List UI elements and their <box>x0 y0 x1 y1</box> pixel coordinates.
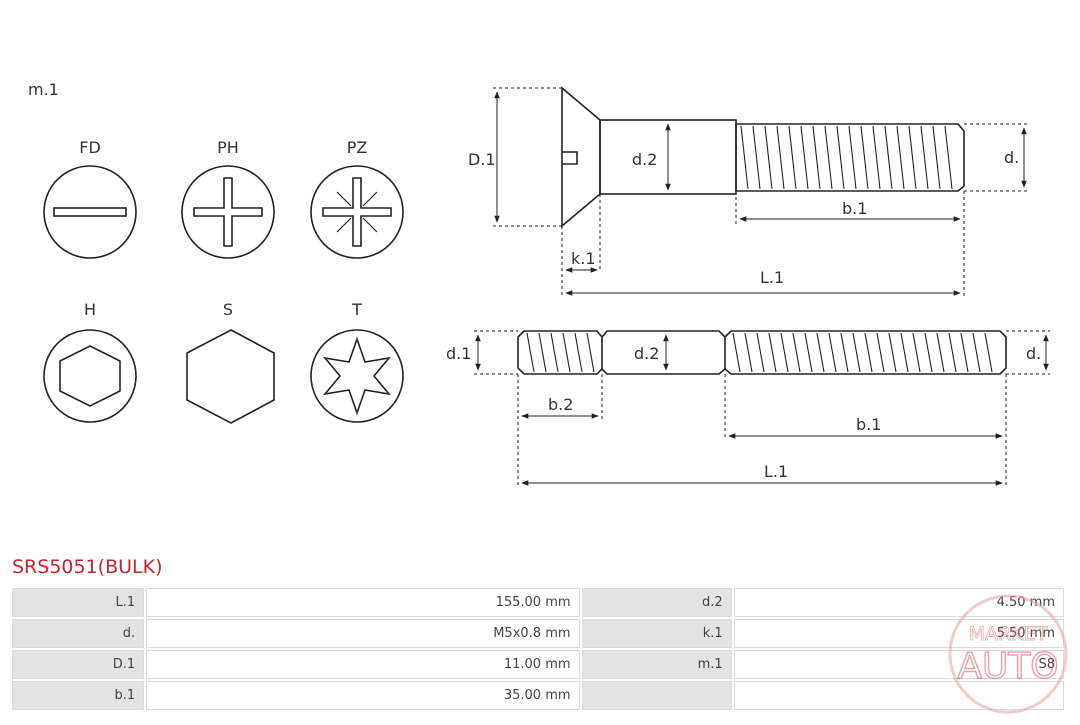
dim-stud-b2: b.2 <box>548 395 573 414</box>
drive-label-t: T <box>351 300 362 319</box>
spec-label: m.1 <box>581 650 732 679</box>
product-code: SRS5051(BULK) <box>12 556 163 578</box>
spec-value: 5.50 mm <box>733 619 1064 648</box>
spec-label: k.1 <box>581 619 732 648</box>
watermark-line2: AUTO <box>957 646 1058 687</box>
dim-screw-d: d. <box>1004 148 1019 167</box>
spec-label: D.1 <box>12 650 145 679</box>
dim-screw-b1: b.1 <box>842 199 867 218</box>
dim-stud-d1: d.1 <box>446 344 471 363</box>
dim-screw-d2: d.2 <box>632 150 657 169</box>
spec-value: 4.50 mm <box>733 588 1064 617</box>
screw-dimension-lines <box>493 87 1028 296</box>
spec-label <box>581 681 732 710</box>
watermark-line1: MARKET <box>969 623 1048 645</box>
drive-label-h: H <box>84 300 96 319</box>
dim-stud-L1: L.1 <box>764 462 788 481</box>
spec-label: d.2 <box>581 588 732 617</box>
countersunk-screw-drawing <box>561 86 965 228</box>
hex-head-icon <box>186 329 275 424</box>
table-row: b.1 35.00 mm <box>12 681 1064 710</box>
spec-value: M5x0.8 mm <box>146 619 580 648</box>
dim-screw-D1: D.1 <box>468 150 496 169</box>
spec-value: 35.00 mm <box>146 681 580 710</box>
spec-value: 11.00 mm <box>146 650 580 679</box>
stud-dimension-lines <box>474 330 1050 486</box>
drive-label-s: S <box>223 300 233 319</box>
drive-label-fd: FD <box>79 138 101 157</box>
table-row: d. M5x0.8 mm k.1 5.50 mm <box>12 619 1064 648</box>
spec-value <box>733 681 1064 710</box>
dim-screw-k1: k.1 <box>571 249 596 268</box>
stud-drawing <box>517 330 1007 375</box>
hex-socket-drive-icon <box>43 329 137 423</box>
screw-diagram: m.1 FD PH PZ H S T <box>28 80 1050 486</box>
drive-label-pz: PZ <box>347 138 368 157</box>
drive-label-ph: PH <box>217 138 239 157</box>
dim-stud-d: d. <box>1026 344 1041 363</box>
spec-label: d. <box>12 619 145 648</box>
phillips-drive-icon <box>181 165 275 259</box>
spec-value: 155.00 mm <box>146 588 580 617</box>
torx-drive-icon <box>310 329 404 423</box>
pozidriv-drive-icon <box>310 165 404 259</box>
spec-value: S8 <box>733 650 1064 679</box>
watermark-logo: MARKET AUTO <box>948 594 1068 714</box>
table-row: L.1 155.00 mm d.2 4.50 mm <box>12 588 1064 617</box>
spec-label: b.1 <box>12 681 145 710</box>
table-row: D.1 11.00 mm m.1 S8 <box>12 650 1064 679</box>
spec-table: L.1 155.00 mm d.2 4.50 mm d. M5x0.8 mm k… <box>10 586 1066 712</box>
dim-screw-L1: L.1 <box>760 268 784 287</box>
mount-label: m.1 <box>28 80 59 99</box>
dim-stud-d2: d.2 <box>634 344 659 363</box>
dim-stud-b1: b.1 <box>856 415 881 434</box>
spec-label: L.1 <box>12 588 145 617</box>
slotted-drive-icon <box>43 165 137 259</box>
